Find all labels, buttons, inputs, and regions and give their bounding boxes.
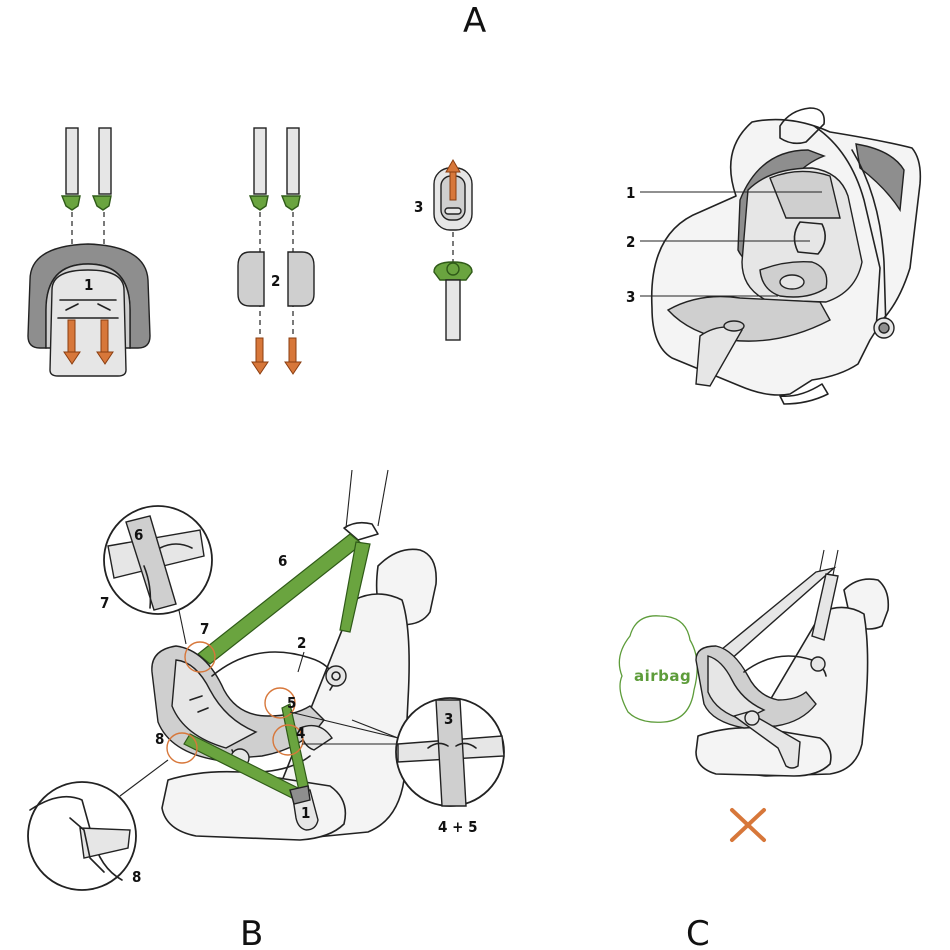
section-letter-c: C: [686, 914, 710, 950]
step2-number: 2: [271, 272, 280, 290]
left-shoulder-pad: [238, 252, 264, 306]
zoom-detail-6-7: 6: [104, 506, 212, 614]
leader-to-zoom-8: [120, 760, 168, 796]
label-1: 1: [301, 804, 310, 822]
label-4: 4: [296, 724, 305, 742]
section-letter-a: A: [463, 1, 486, 41]
zoom-detail-4-5: 3: [396, 698, 504, 806]
zoom-label-3: 3: [444, 710, 453, 728]
step1-number: 1: [84, 276, 93, 294]
zoom-label-7: 7: [100, 594, 109, 612]
label-5: 5: [287, 694, 296, 712]
airbag-warning-figure: airbag: [619, 550, 888, 776]
zoom-label-8: 8: [132, 868, 141, 886]
right-shoulder-pad: [288, 252, 314, 306]
zoom-detail-8: [28, 782, 136, 890]
section-letter-b: B: [240, 914, 263, 950]
label-7: 7: [200, 620, 209, 638]
callout-2: 2: [626, 233, 635, 251]
cross-icon: [732, 810, 764, 840]
infant-carrier-overview: [652, 108, 921, 404]
label-6: 6: [278, 552, 287, 570]
zoom-label-6: 6: [134, 526, 143, 544]
step1-head-pad-figure: 1: [28, 128, 150, 376]
harness-straps-top: [66, 128, 111, 194]
callout-1: 1: [626, 184, 635, 202]
green-clips: [62, 196, 111, 210]
step3-number: 3: [414, 198, 423, 216]
callout-3: 3: [626, 288, 635, 306]
step2-shoulder-pads-figure: 2: [238, 128, 314, 374]
zoom-label-4-5: 4 + 5: [438, 818, 477, 836]
label-2: 2: [297, 634, 306, 652]
label-8: 8: [155, 730, 164, 748]
car-seat-installation-figure: 6 7 2 5 4 8 1 6 7 3 4 + 5: [28, 470, 504, 890]
down-arrow-icon: [252, 338, 301, 374]
step3-buckle-pad-figure: 3: [414, 160, 472, 340]
airbag-label: airbag: [634, 667, 691, 685]
